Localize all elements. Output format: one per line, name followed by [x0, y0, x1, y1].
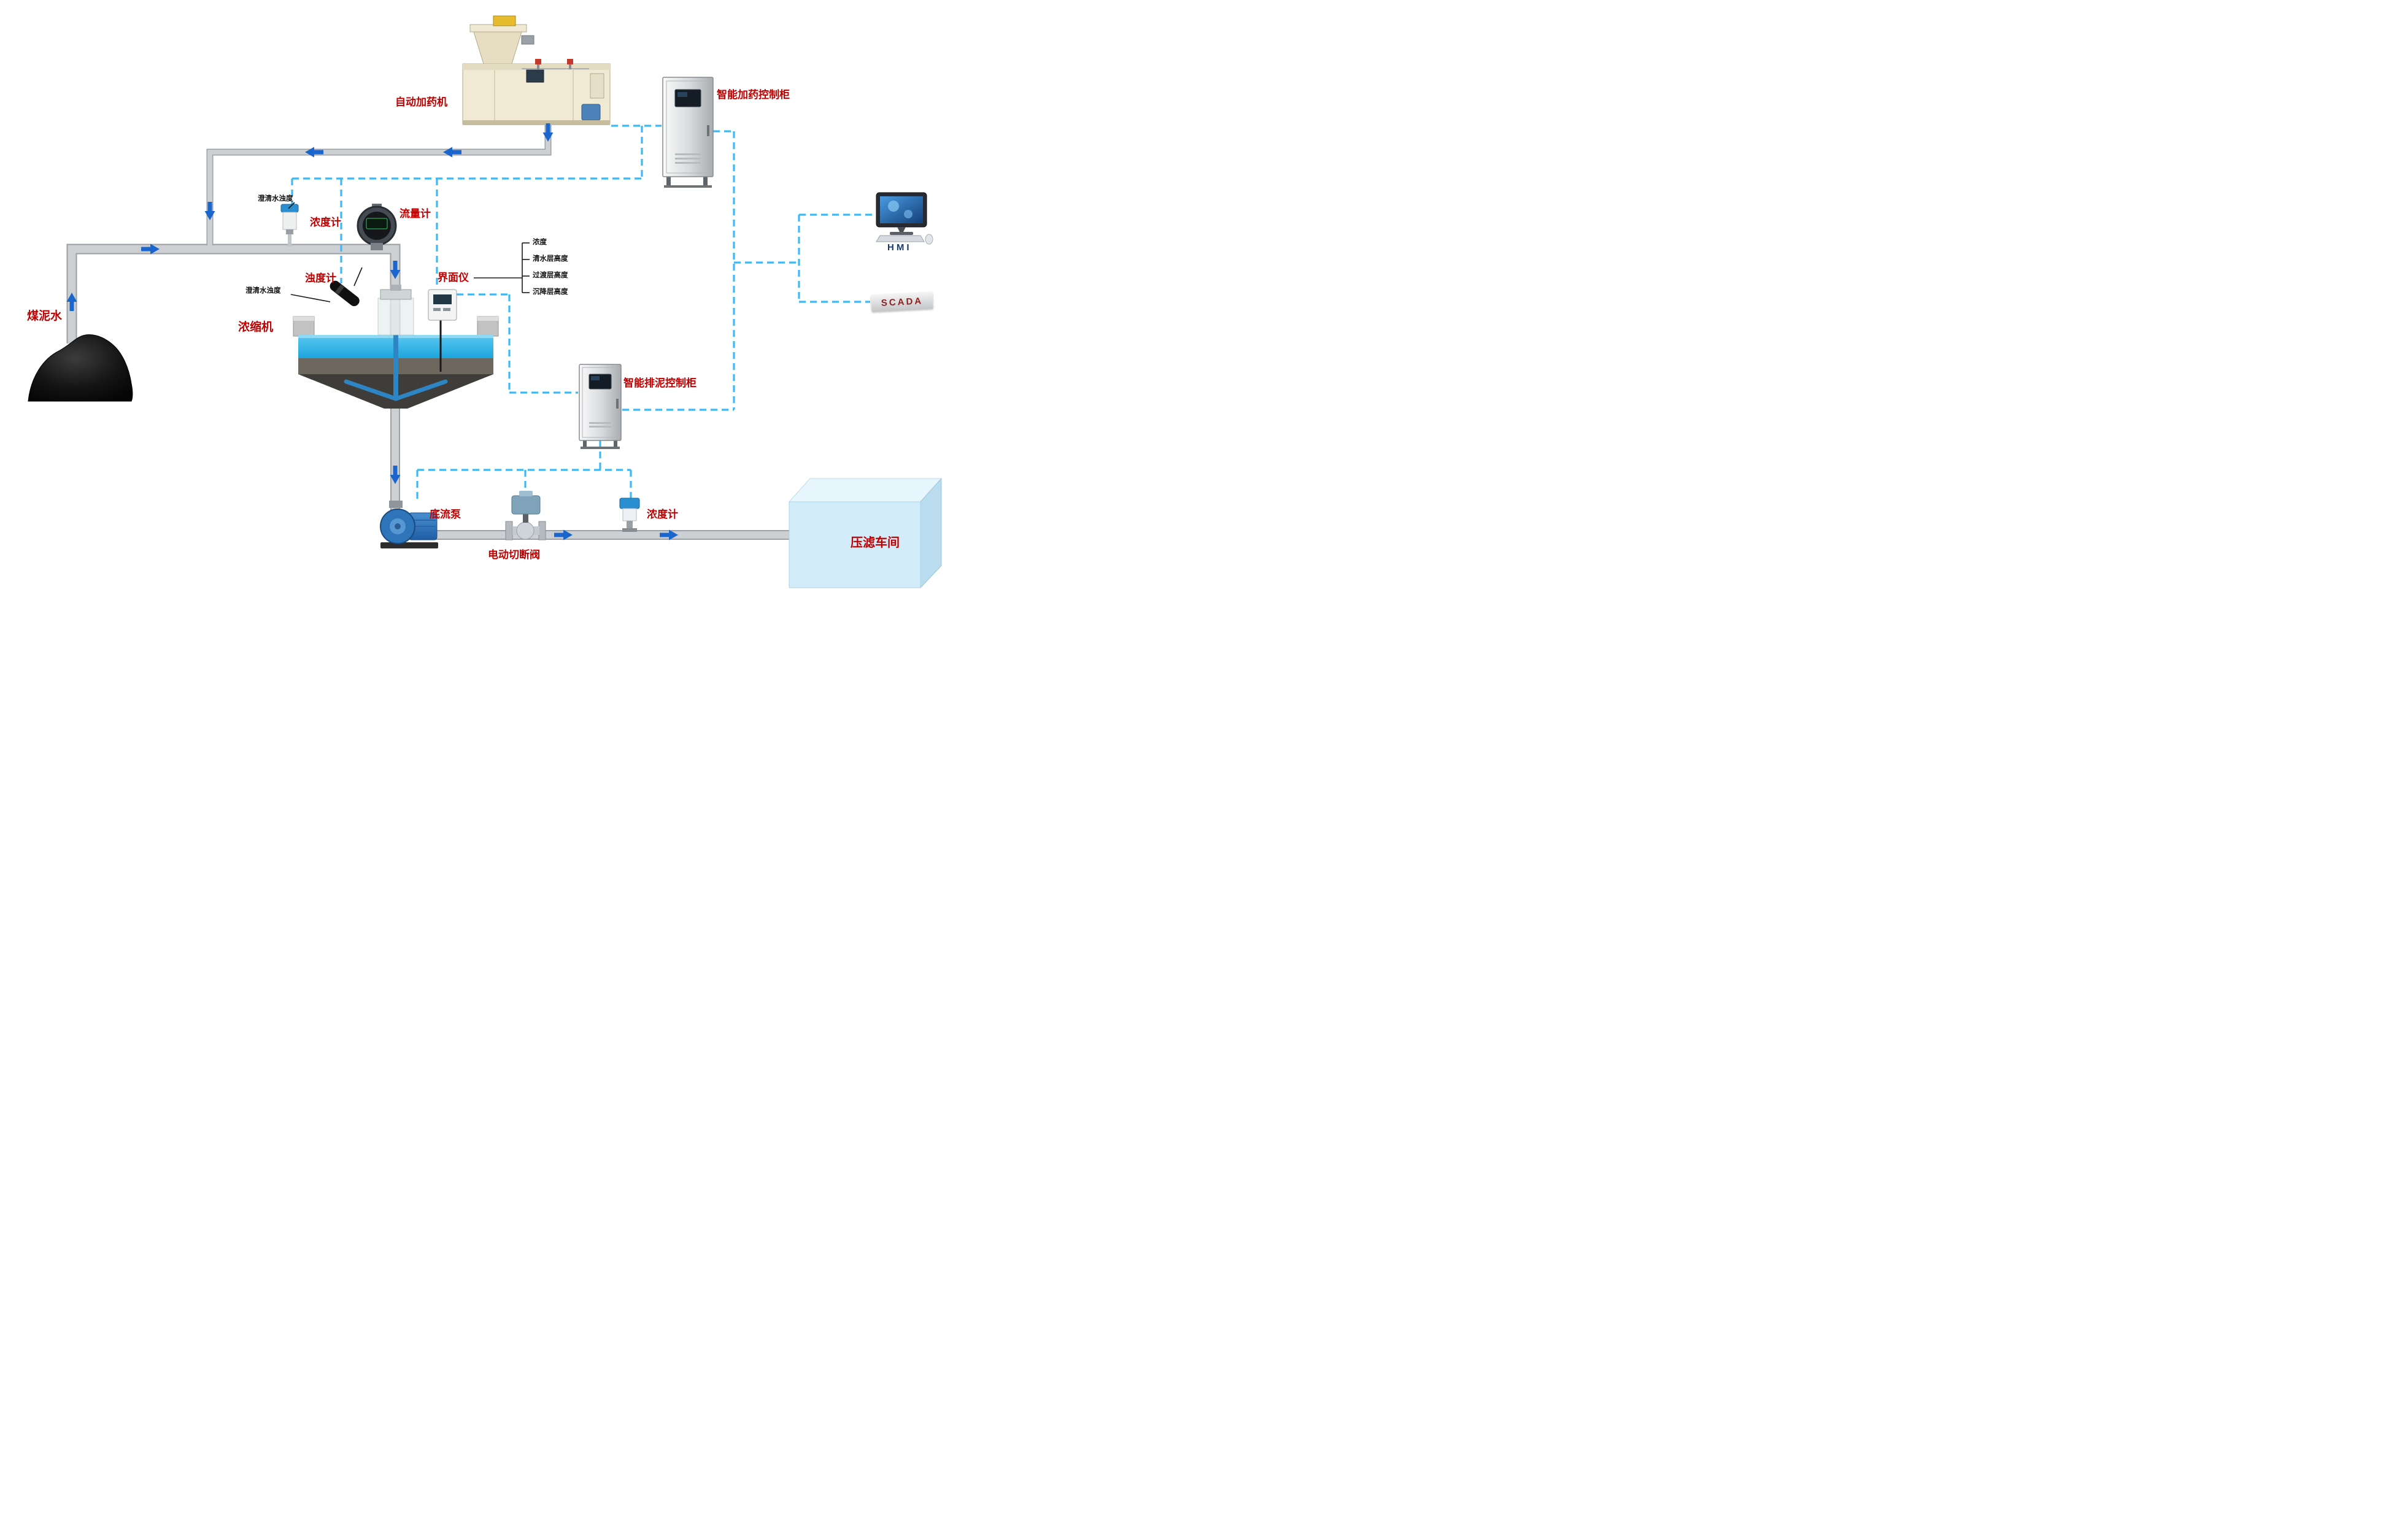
rake-shaft	[393, 335, 398, 399]
leader-clarified-mid	[290, 294, 331, 302]
label-interface-output-density: 浓度	[533, 239, 547, 246]
underflow-pump-device	[380, 501, 438, 548]
density-meter-bottom-device	[619, 498, 640, 532]
turbidity-meter-device	[330, 280, 360, 307]
drive-unit	[380, 289, 412, 300]
label-turbidity-meter: 浊度计	[305, 272, 336, 284]
pipes	[66, 120, 797, 540]
label-clarified-turbidity-mid: 澄清水浊度	[245, 287, 281, 294]
hopper	[473, 31, 522, 64]
electric-valve-device	[505, 491, 546, 540]
label-interface-output-transition-layer: 过渡层高度	[533, 272, 568, 279]
valve-red-2	[567, 59, 573, 64]
hopper-lid	[493, 15, 516, 26]
label-electric-shutoff-valve: 电动切断阀	[488, 549, 540, 561]
machine-panel	[526, 69, 544, 83]
filter-press-building	[788, 477, 943, 589]
sludge-control-cabinet-device	[579, 364, 622, 449]
machine-pump	[581, 104, 601, 121]
label-hmi: HMI	[887, 242, 912, 253]
rake-arm-left	[344, 379, 398, 401]
label-interface-meter: 界面仪	[438, 272, 469, 283]
label-flow-meter: 流量计	[399, 208, 431, 220]
hmi-mouse	[925, 234, 933, 245]
label-interface-output-clear-layer: 清水层高度	[533, 255, 568, 263]
density-meter-top-device	[280, 204, 299, 247]
label-thickener: 浓缩机	[238, 321, 274, 334]
arrow-down-dosing	[542, 123, 554, 142]
signal-lines	[291, 125, 874, 502]
arrow-down-dosing-join	[204, 202, 215, 220]
arrow-left-dosing-1	[443, 147, 461, 158]
annotation-lines	[288, 202, 530, 302]
hmi-keyboard	[876, 235, 925, 242]
label-dosing-control-cabinet: 智能加药控制柜	[717, 89, 790, 101]
valve-body	[516, 521, 534, 540]
label-filter-press-workshop: 压滤车间	[851, 536, 900, 550]
label-coal-slurry-water: 煤泥水	[27, 310, 63, 323]
leader-clarified-top	[288, 202, 295, 209]
process-diagram: 自动加药机 智能加药控制柜 HMI SCADA 煤泥水 澄清水浊度 浓度计 流量…	[0, 0, 963, 609]
dosing-control-cabinet-device	[662, 77, 714, 188]
coal-pile	[28, 334, 133, 402]
valve-actuator	[511, 495, 541, 515]
dosing-machine	[462, 15, 611, 125]
label-sludge-control-cabinet: 智能排泥控制柜	[623, 377, 697, 389]
flow-arrows	[66, 123, 678, 540]
hmi-workstation	[876, 192, 933, 245]
label-density-meter-top: 浓度计	[310, 217, 341, 228]
label-interface-output-settling-layer: 沉降层高度	[533, 288, 568, 296]
turbidity-cable	[353, 267, 363, 286]
diagram-graphics	[28, 15, 943, 589]
drive-motor	[390, 285, 401, 291]
interface-meter-device	[428, 289, 457, 372]
hmi-screen	[880, 196, 923, 223]
scada-badge: SCADA	[871, 292, 933, 312]
rake-arm-right	[393, 379, 448, 401]
flow-meter-device	[357, 204, 397, 250]
thickener-tank	[293, 285, 499, 409]
feedwell	[377, 298, 414, 336]
arrow-left-dosing-2	[305, 147, 323, 158]
label-underflow-pump: 底流泵	[430, 509, 461, 520]
label-scada: SCADA	[881, 296, 924, 309]
valve-red-1	[535, 59, 541, 64]
label-density-meter-bottom: 浓度计	[647, 509, 678, 520]
label-auto-dosing-machine: 自动加药机	[395, 96, 447, 108]
label-clarified-turbidity-top: 澄清水浊度	[258, 195, 293, 202]
